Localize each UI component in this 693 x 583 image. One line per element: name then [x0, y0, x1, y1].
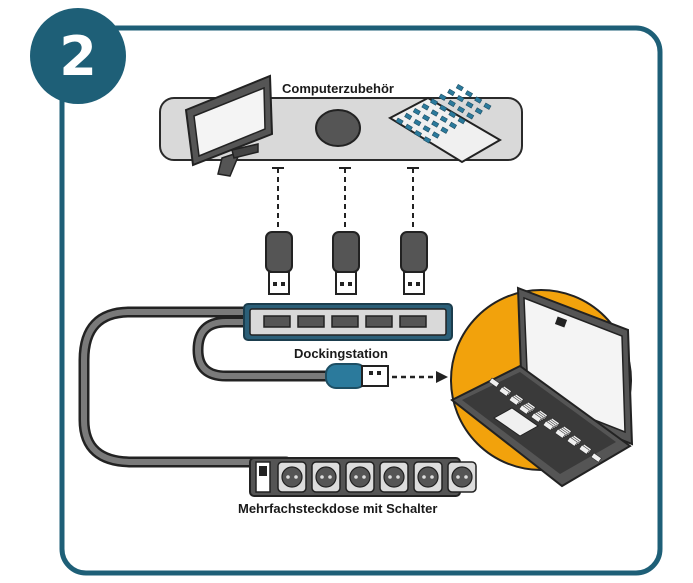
key — [447, 88, 456, 97]
keyboard-icon — [387, 83, 502, 164]
laptop-icon — [450, 286, 634, 488]
power-strip-icon — [249, 457, 477, 497]
mouse-icon — [315, 109, 361, 147]
key — [438, 93, 447, 101]
powerstrip-label: Mehrfachsteckdose mit Schalter — [238, 501, 437, 516]
key — [423, 136, 432, 144]
connector-lines — [272, 167, 419, 232]
key — [413, 129, 423, 138]
key — [439, 104, 448, 112]
key — [395, 117, 404, 125]
key — [474, 107, 483, 115]
key — [412, 107, 421, 116]
usb-stick-icon — [400, 231, 428, 295]
key — [431, 131, 440, 139]
docking-label: Dockingstation — [294, 346, 388, 361]
key — [498, 386, 510, 397]
key — [439, 115, 448, 123]
key — [456, 94, 465, 103]
step-number: 2 — [59, 25, 97, 88]
key — [488, 377, 500, 388]
usb-stick-icon — [265, 231, 293, 295]
key — [465, 101, 474, 109]
key — [421, 103, 430, 111]
arrow-to-laptop — [392, 371, 448, 383]
key — [448, 110, 457, 119]
cables — [78, 306, 336, 478]
socket-icon — [447, 461, 477, 493]
key — [466, 112, 475, 120]
socket-icon — [311, 461, 341, 493]
key — [431, 120, 440, 128]
key — [518, 404, 530, 415]
key — [474, 96, 483, 104]
key — [413, 118, 422, 127]
key — [566, 436, 578, 447]
key — [422, 125, 431, 133]
monitor-icon — [184, 74, 274, 177]
socket-icon — [277, 461, 307, 493]
socket-icon — [345, 461, 375, 493]
key — [554, 428, 566, 439]
key — [456, 105, 466, 114]
key — [404, 123, 413, 132]
key — [508, 395, 520, 406]
key — [578, 444, 590, 455]
usb-plug-icon — [325, 363, 389, 389]
socket-icon — [413, 461, 443, 493]
key — [542, 420, 554, 431]
key — [530, 412, 542, 423]
key — [440, 126, 449, 134]
key — [483, 102, 492, 110]
step-badge: 2 — [30, 8, 126, 104]
docking-station-icon — [243, 303, 453, 341]
usb-stick-icon — [332, 231, 360, 295]
key — [430, 109, 439, 117]
key — [421, 114, 431, 122]
key — [457, 116, 466, 125]
socket-icon — [379, 461, 409, 493]
key — [590, 452, 602, 463]
key — [404, 112, 413, 121]
key — [447, 99, 456, 108]
key — [429, 98, 439, 106]
key — [464, 90, 474, 98]
key — [455, 83, 464, 92]
key — [448, 121, 458, 130]
accessories-label: Computerzubehör — [282, 81, 394, 96]
